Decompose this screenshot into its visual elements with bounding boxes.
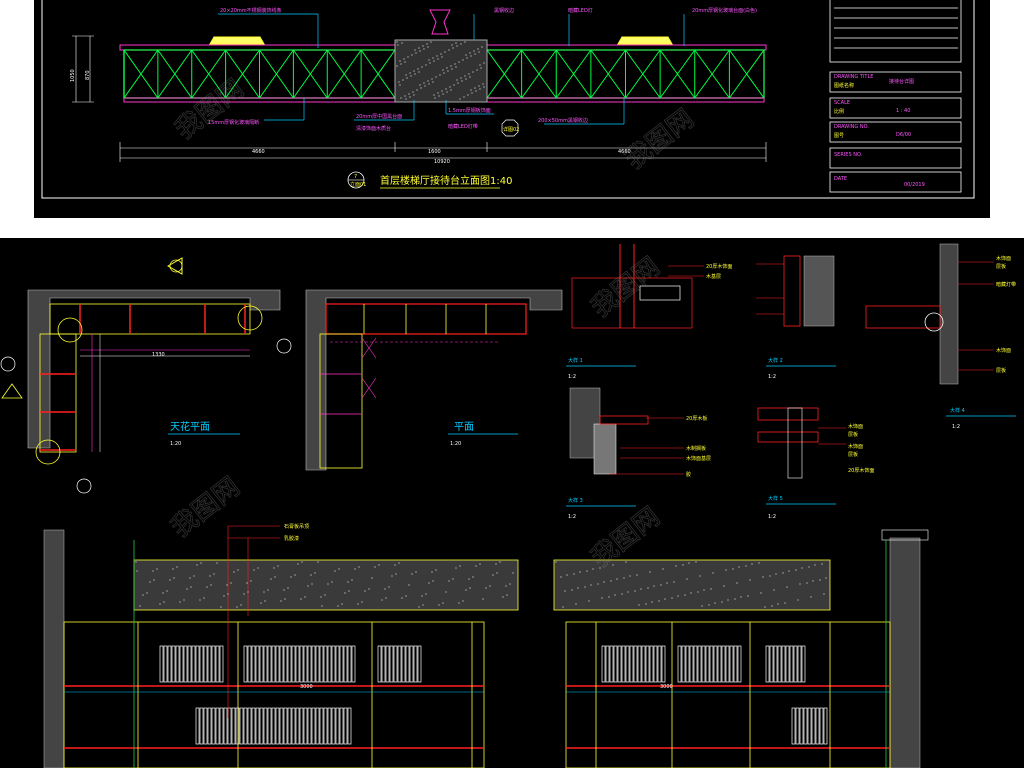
center-panel [394,39,488,103]
detail-drawing: 1330 天花平面 1:20 平面 1:20 20厚木饰面 木基层 大样 1 [0,243,1016,768]
annotation-leaders [218,13,685,125]
note-bottom-2: 20mm厚中国黑台面 [356,113,402,120]
sheet-frame [41,0,975,199]
date-label: DATE [834,176,847,182]
detail-2: 大样 2 1:2 [756,255,836,380]
svg-text:大样 5: 大样 5 [768,495,783,502]
drawing-no-label: DRAWING NO. [834,124,869,130]
note-bottom-6: 200×50mm黑钢收边 [538,117,588,124]
detail-5: 木饰面 层板 木饰面 层板 20厚木饰面 大样 5 1:2 [757,407,874,520]
floor-plan-title: 平面 [454,422,474,433]
series-label: SERIES NO. [834,152,863,158]
svg-text:1:2: 1:2 [568,374,576,380]
cross-braces [123,49,765,99]
svg-text:乳胶漆: 乳胶漆 [284,535,299,542]
height-total: 1050 [70,69,76,82]
svg-text:大样 2: 大样 2 [768,357,783,364]
date-value: 00/2019 [904,182,925,188]
dim-right: 4660 [618,149,631,155]
svg-text:立面01: 立面01 [350,181,366,188]
svg-text:木饰面: 木饰面 [996,255,1011,262]
note-top-2: 黑钢收边 [494,7,514,14]
detail-4: 木饰面 层板 暗藏灯带 木饰面 层板 大样 4 1:2 [865,243,1016,430]
bookshelf-elevation-left: 石膏板吊顶 乳胶漆 3000 [43,523,519,768]
dim-mid: 1600 [428,149,441,155]
note-bottom-4: 1.5mm厚钢板饰面 [448,107,491,114]
svg-text:首层楼梯厅接待台立面图1:40: 首层楼梯厅接待台立面图1:40 [380,174,512,187]
elevation-sheet: DRAWING TITLE 图纸名称 接待台详图 SCALE 比例 1 : 40… [34,0,990,218]
note-top-1: 20×20mm不锈钢装饰线条 [220,7,282,14]
center-texture [396,41,485,100]
note-bottom-1: 15mm厚钢化玻璃隔断 [208,119,259,126]
lamp-base-left [209,36,265,45]
floor-plan-scale: 1:20 [450,441,461,447]
svg-text:层板: 层板 [996,367,1006,374]
svg-text:1:2: 1:2 [952,424,960,430]
svg-text:胶: 胶 [686,471,691,478]
svg-text:木基层: 木基层 [706,273,721,280]
detail-sheet: 1330 天花平面 1:20 平面 1:20 20厚木饰面 木基层 大样 1 [0,238,1024,768]
detail-1: 20厚木饰面 木基层 大样 1 1:2 [566,244,732,380]
floor-plan: 平面 1:20 [305,289,563,471]
svg-text:20厚木饰面: 20厚木饰面 [706,263,732,270]
width-dimensions [119,142,767,162]
ceiling-texture [135,561,827,608]
drawing-title-label: DRAWING TITLE [834,74,873,80]
vase-decor [429,9,451,35]
drawing-title-sub: 图纸名称 [834,82,854,89]
ceiling-plan-title: 天花平面 [170,420,210,433]
note-top-4: 20mm厚钢化玻璃台面(白色) [692,7,757,14]
reception-counter [119,9,767,103]
note-bottom-5: 暗藏LED灯带 [448,123,478,130]
lamp-base-right [617,36,673,45]
svg-text:木饰面基层: 木饰面基层 [686,455,711,462]
svg-text:20厚木饰面: 20厚木饰面 [848,467,874,474]
svg-text:木饰面: 木饰面 [848,443,863,450]
title-block [829,0,962,193]
watermark-2: 我图网 [620,104,700,176]
dim-left: 4660 [252,149,265,155]
svg-text:20厚木板: 20厚木板 [686,415,707,422]
note-bottom-3: 清漆饰面木质台 [356,125,391,132]
elevation-drawing: DRAWING TITLE 图纸名称 接待台详图 SCALE 比例 1 : 40… [41,0,975,199]
svg-text:木饰面: 木饰面 [996,347,1011,354]
watermark-4: 我图网 [586,252,666,324]
svg-text:暗藏灯带: 暗藏灯带 [996,281,1016,288]
detail-callout: 详图02 [501,119,519,137]
svg-text:层板: 层板 [848,431,858,438]
dim-total: 10920 [434,159,450,165]
scale-label: SCALE [834,100,850,106]
drawing-no-sub: 图号 [834,133,844,139]
svg-text:木制搁板: 木制搁板 [686,445,706,452]
svg-text:1:2: 1:2 [768,374,776,380]
height-mid: 870 [85,70,91,80]
svg-text:大样 3: 大样 3 [568,497,583,504]
svg-text:大样 4: 大样 4 [950,407,965,414]
svg-text:详图02: 详图02 [503,126,519,133]
svg-text:木饰面: 木饰面 [848,423,863,430]
drawing-no-value: D6/00 [896,132,911,138]
elevation-title: 7 立面01 首层楼梯厅接待台立面图1:40 [347,171,512,189]
svg-text:1:2: 1:2 [768,514,776,520]
height-dimensions [72,35,94,103]
svg-text:7: 7 [354,174,357,180]
bookshelf-elevation-right: 3000 [553,529,929,768]
drawing-title-value: 接待台详图 [889,78,914,85]
svg-text:3000: 3000 [300,684,313,690]
ceiling-plan-scale: 1:20 [170,441,181,447]
scale-sub: 比例 [834,108,844,115]
detail-3: 20厚木板 木制搁板 木饰面基层 胶 大样 3 1:2 [566,387,711,520]
note-top-3: 暗藏LED灯 [568,7,593,14]
svg-text:大样 1: 大样 1 [568,357,583,364]
ceiling-plan: 1330 天花平面 1:20 [0,257,292,494]
ceiling-plan-dim: 1330 [152,352,165,358]
svg-text:1:2: 1:2 [568,514,576,520]
watermark-3: 我图网 [166,472,246,544]
svg-text:3000: 3000 [660,684,673,690]
svg-text:石膏板吊顶: 石膏板吊顶 [284,523,309,530]
svg-text:层板: 层板 [848,451,858,458]
scale-value: 1 : 40 [896,108,910,114]
svg-text:层板: 层板 [996,263,1006,270]
